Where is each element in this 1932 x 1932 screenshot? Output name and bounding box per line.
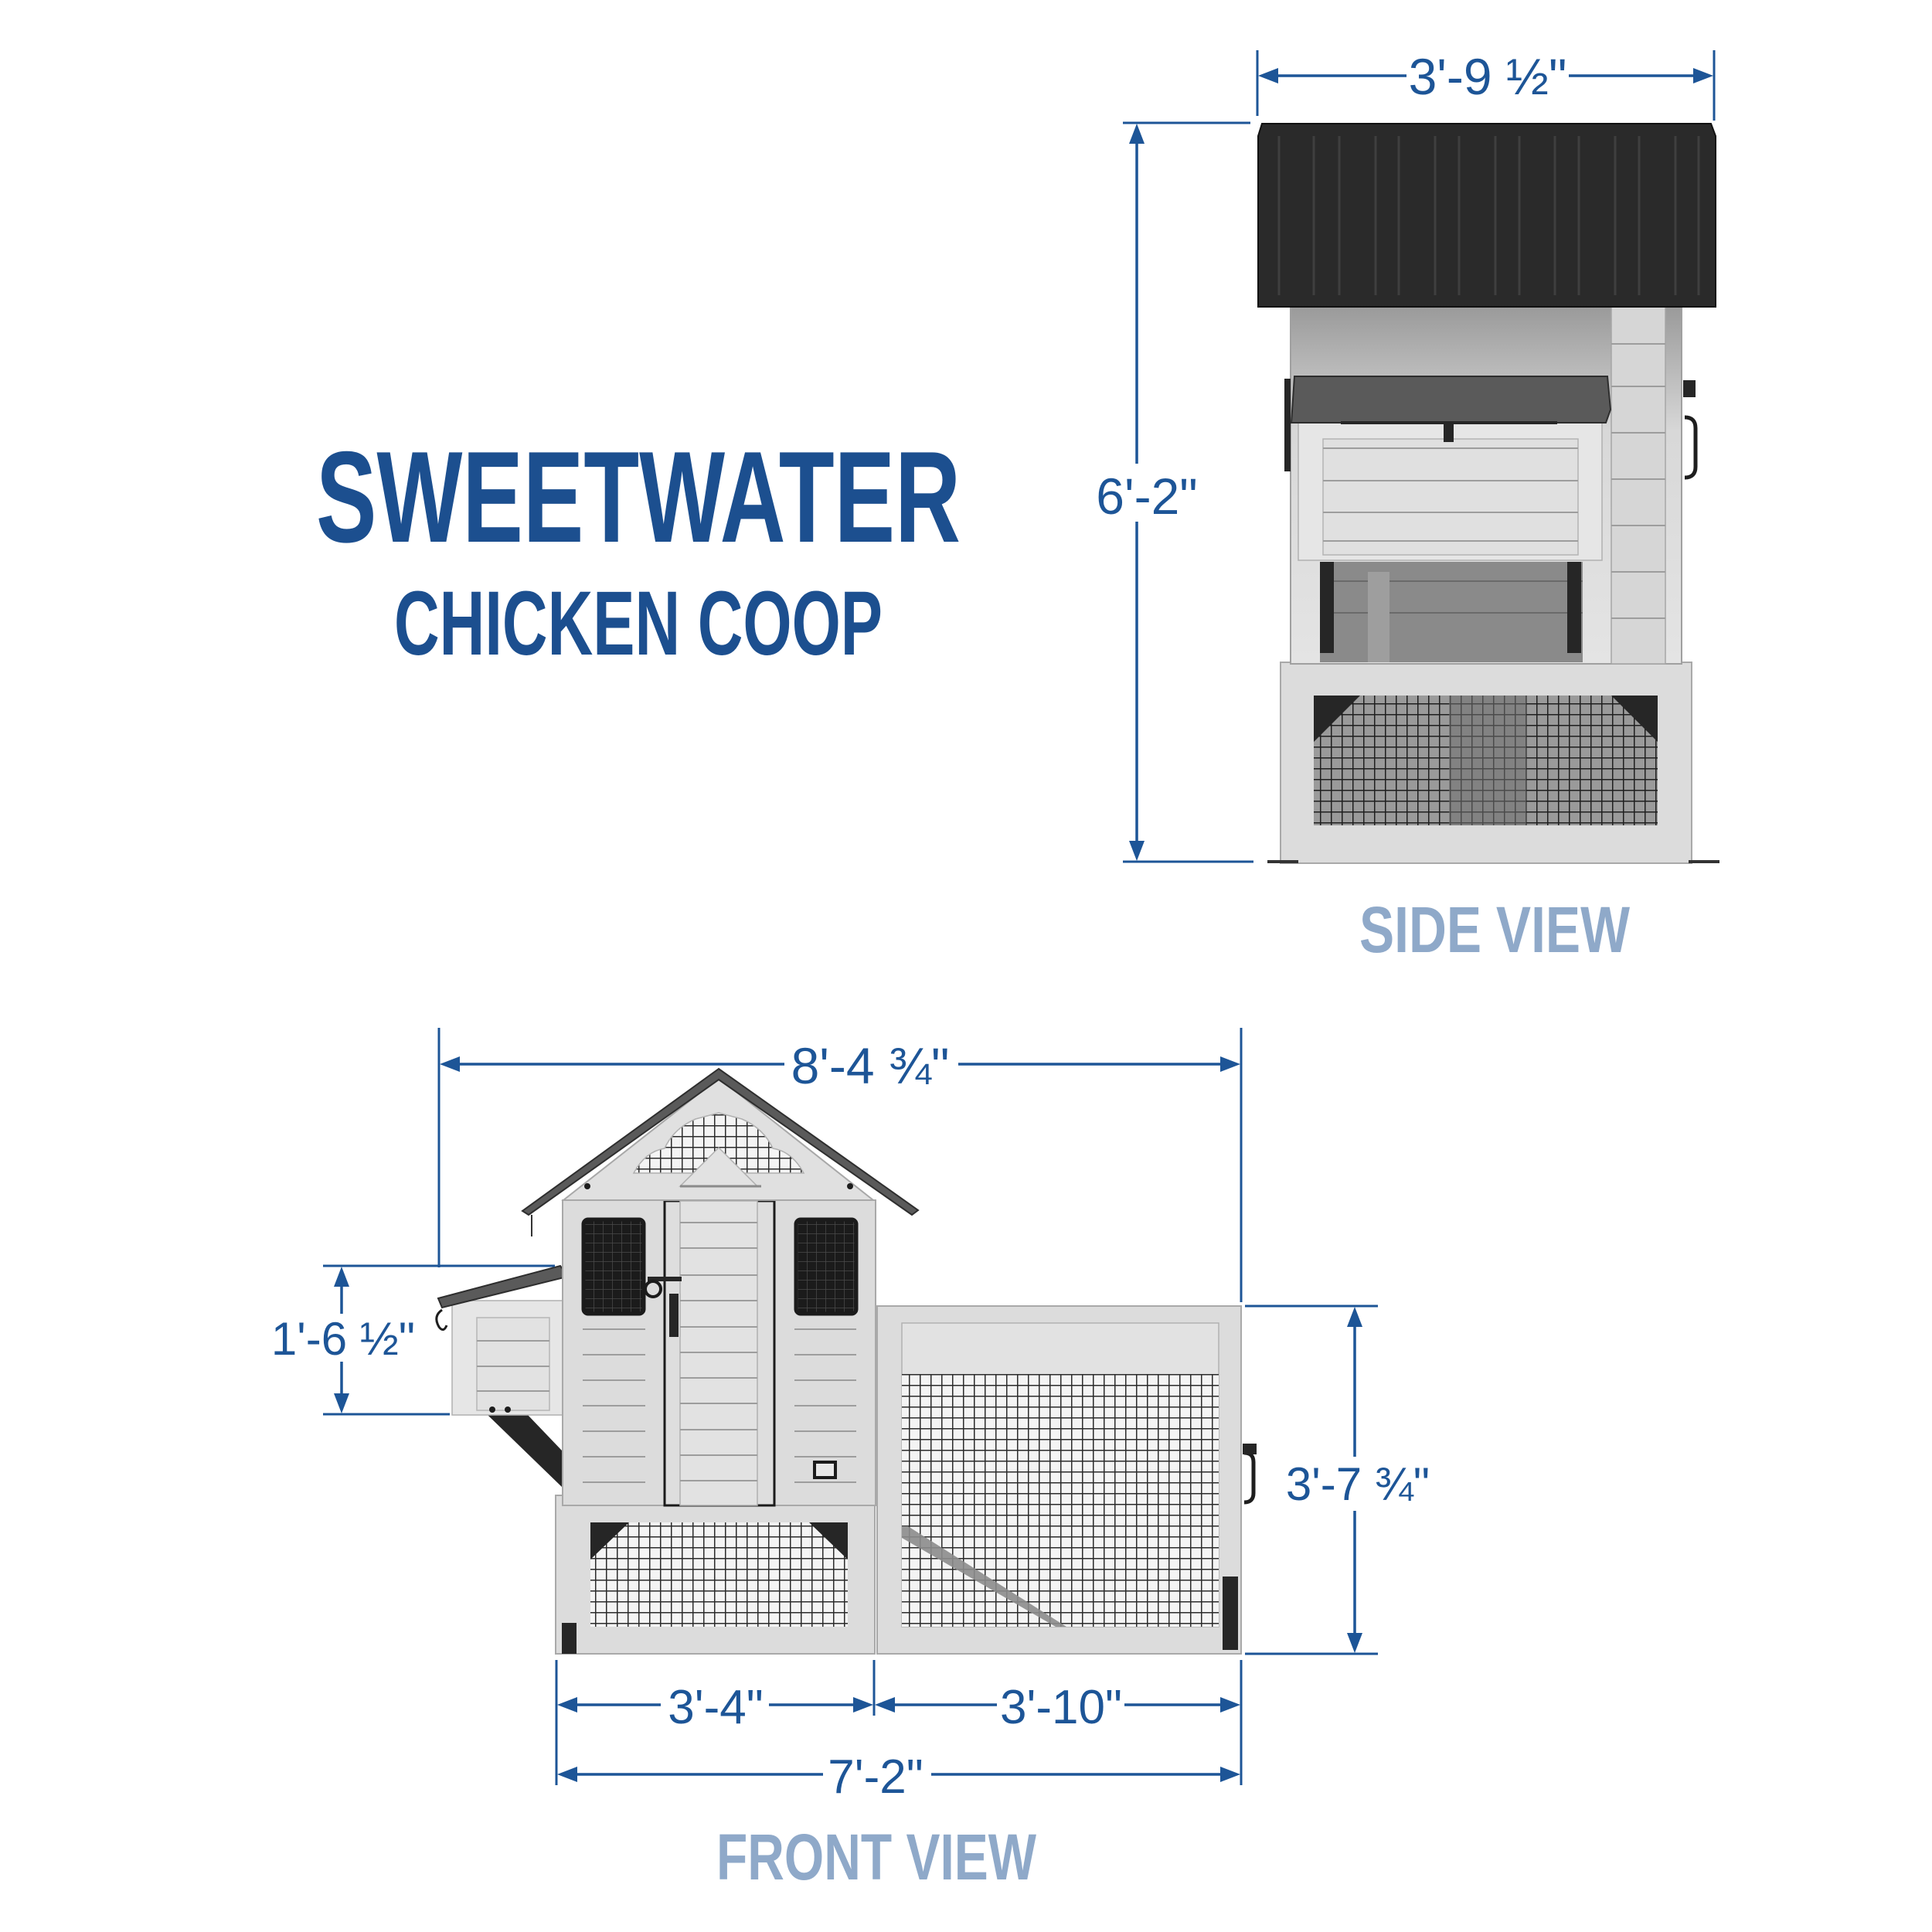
gable-vent-mesh xyxy=(632,1112,805,1174)
product-title: SWEETWATER CHICKEN COOP xyxy=(316,424,961,675)
run-height-dimension: 3'-7 ¾" xyxy=(1245,1304,1430,1655)
run-mesh xyxy=(902,1374,1219,1627)
door-latch xyxy=(648,1277,682,1281)
run-height-label: 3'-7 ¾" xyxy=(1286,1458,1430,1510)
overall-width-dimension: 8'-4 ¾" xyxy=(437,1028,1243,1302)
base-total-width-label: 7'-2" xyxy=(828,1750,923,1804)
side-bracket-left xyxy=(1320,562,1334,653)
front-view-drawing xyxy=(435,1067,1257,1655)
badge-plate xyxy=(813,1461,837,1479)
nest-box-bracket xyxy=(488,1415,563,1488)
left-vent-window xyxy=(581,1217,646,1316)
nest-box-height-label: 1'-6 ½" xyxy=(271,1313,415,1365)
side-width-label: 3'-9 ½" xyxy=(1409,48,1567,105)
side-roof xyxy=(1257,123,1716,308)
ramp xyxy=(902,1526,1066,1627)
front-view-label: FRONT VIEW xyxy=(716,1821,1037,1893)
side-height-label: 6'-2" xyxy=(1096,468,1197,525)
side-nest-lid xyxy=(1290,376,1612,423)
right-vent-window xyxy=(794,1217,859,1316)
side-view-drawing xyxy=(1257,123,1719,864)
title-line-2: CHICKEN COOP xyxy=(394,573,883,675)
side-bracket-right xyxy=(1567,562,1581,653)
side-width-dimension: 3'-9 ½" xyxy=(1256,48,1716,121)
coop-base-mesh xyxy=(590,1522,848,1627)
side-view-label: SIDE VIEW xyxy=(1359,893,1631,966)
coop-base-width-label: 3'-4" xyxy=(668,1681,763,1734)
door-handle xyxy=(669,1294,679,1337)
front-roof xyxy=(521,1067,920,1216)
run-width-label: 3'-10" xyxy=(1000,1681,1122,1734)
side-height-dimension: 6'-2" xyxy=(1096,121,1253,863)
nest-box-height-dimension: 1'-6 ½" xyxy=(271,1264,555,1416)
base-width-dimensions: 3'-4" 3'-10" 7'-2" xyxy=(555,1660,1243,1804)
overall-width-label: 8'-4 ¾" xyxy=(791,1037,950,1094)
title-line-1: SWEETWATER xyxy=(316,424,961,570)
